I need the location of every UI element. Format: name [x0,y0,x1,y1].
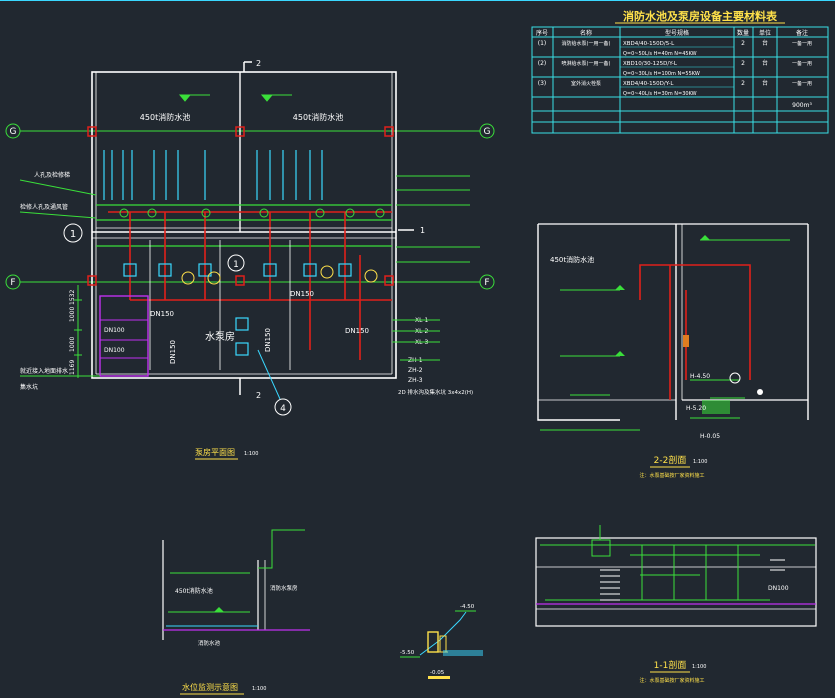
dn-label-7: DN150 [264,328,272,352]
equipment-table-title: 消防水池及泵房设备主要材料表 [623,9,778,23]
table-row-2-unit: 台 [762,59,768,67]
section11-note: 注：水泵基础按厂家资料施工 [639,677,704,684]
section22-label-2: H-5.20 [686,405,706,412]
dn-label-3: DN150 [345,327,369,335]
section-2-2: 450t消防水池 H-4.50 H-5.20 H-0.05 2-2剖面 1:10… [537,223,809,479]
section11-caption: 1-1剖面 [654,659,687,671]
detail-bubble-1b [227,254,245,272]
pump-room-plan: G G F F 450t消防水池 450t消防水池 2 2 1 [5,59,495,460]
section-mark-2-bottom: 2 [256,391,261,400]
axis-g-right-bubble [479,123,495,139]
section-1-1: DN100 1-1剖面 1:100 注：水泵基础按厂家资料施工 [535,525,817,684]
small-section-wall-label: 消防水泵房 [270,584,298,592]
detail-bubble-4-label: 4 [280,404,286,414]
section11-frame [535,537,817,627]
dim-4: 1169 [69,360,76,375]
table-row-2-qty: 2 [741,60,745,67]
axis-f-right-label: F [484,278,489,288]
right-note-7: 2D 排水沟及集水坑 3x4x2(H) [398,388,473,396]
dim-2: 1000 [69,337,76,352]
section-mark-1-right: 1 [420,226,425,235]
table-row-1-spec2: Q=0~50L/s H=40m N=45KW [623,51,697,57]
right-note-6: ZH-3 [408,377,423,384]
detail-bubble-1-label: 1 [70,229,76,240]
dn-label-1: DN150 [150,310,174,318]
table-row-4-note: 900m³ [792,102,812,109]
table-row-3-spec: XBD4/40-150D/Y-L [623,81,674,87]
section22-note: 注：水泵基础按厂家资料施工 [639,472,704,479]
small-section-bottom-label: 消防水池 [198,639,221,647]
axis-g-left-bubble [5,123,21,139]
magenta-zone [99,295,149,377]
axis-f-left-label: F [10,278,15,288]
header-unit: 单位 [759,29,771,37]
pump-room-label: 水泵房 [205,330,235,343]
plan-caption: 泵房平面图 [195,447,235,457]
section-mark-2-top: 2 [256,59,261,68]
dn-label-2: DN150 [290,290,314,298]
water-level-section: 450t消防水池 消防水泵房 消防水池 水位监测示意图 1:100 [162,529,310,695]
detail-label-2: -5.50 [400,650,415,656]
header-name: 名称 [580,29,592,37]
left-note-4: 集水坑 [20,383,38,391]
detail-label-3: -0.05 [430,670,445,676]
dim-3: 1532 [69,290,76,305]
section22-caption-scale: 1:100 [693,459,707,465]
plan-caption-scale: 1:100 [244,451,258,457]
section22-caption: 2-2剖面 [654,454,687,466]
pool-left-label: 450t消防水池 [140,112,190,122]
header-note: 备注 [796,29,808,37]
table-row-1-name: 消防给水泵(一用一备) [562,40,611,47]
detail-label-1: -4.50 [460,604,475,610]
axis-g-right-label: G [484,127,491,137]
axis-f-right-bubble [479,274,495,290]
table-row-3-qty: 2 [741,80,745,87]
header-spec: 型号规格 [665,29,689,37]
table-row-3-note: 一备一用 [792,80,812,87]
section22-pool-label: 450t消防水池 [550,255,594,264]
right-note-5: ZH-2 [408,367,423,374]
table-row-2-spec: XBD10/30-125D/Y-L [623,61,678,67]
left-note-2: 检修人孔及通风管 [20,203,68,211]
axis-f-left-bubble [5,274,21,290]
detail-bubble-1b-label: 1 [233,260,239,270]
table-row-1-qty: 2 [741,40,745,47]
table-row-3-spec2: Q=0~40L/s H=30m N=30KW [623,91,697,97]
header-no: 序号 [536,29,548,37]
table-row-2-no: (2) [538,60,547,67]
small-section-pool-label: 450t消防水池 [175,587,213,595]
small-section-caption-scale: 1:100 [252,686,266,692]
table-row-1-no: (1) [538,40,547,47]
small-section-caption: 水位监测示意图 [182,682,238,692]
table-row-1-unit: 台 [762,39,768,47]
detail-bubble-4 [274,398,292,416]
table-row-3-name: 室外消火栓泵 [571,80,601,87]
table-row-2-spec2: Q=0~30L/s H=100m N=55KW [623,71,700,77]
section22-label-3: H-0.05 [700,433,720,440]
header-qty: 数量 [737,29,749,37]
table-row-3-unit: 台 [762,79,768,87]
dn-label-4: DN100 [104,327,125,334]
valve-detail: -4.50 -5.50 -0.05 [400,604,483,679]
dim-1: 1000 [69,307,76,322]
left-note-1: 人孔及检修梯 [34,171,70,179]
table-row-1-note: 一备一用 [792,40,812,47]
table-row-2-name: 喷淋给水泵(一用一备) [562,60,611,67]
section22-label-1: H-4.50 [690,373,710,380]
section11-caption-scale: 1:100 [692,664,706,670]
pool-right-label: 450t消防水池 [293,112,343,122]
axis-g-left-label: G [10,127,17,137]
table-row-3-no: (3) [538,80,547,87]
section11-label-dn: DN100 [768,585,789,592]
dn-label-5: DN100 [104,347,125,354]
table-row-2-note: 一备一用 [792,60,812,67]
left-note-3: 就近接入地面排水 [20,367,68,375]
equipment-table: 消防水池及泵房设备主要材料表 序号 名称 型号规格 数量 单位 备注 (1) 消… [531,9,829,134]
table-row-1-spec: XBD4/40-150D/5-L [623,41,675,47]
detail-bubble-1 [63,223,83,243]
dn-label-6: DN150 [169,340,177,364]
